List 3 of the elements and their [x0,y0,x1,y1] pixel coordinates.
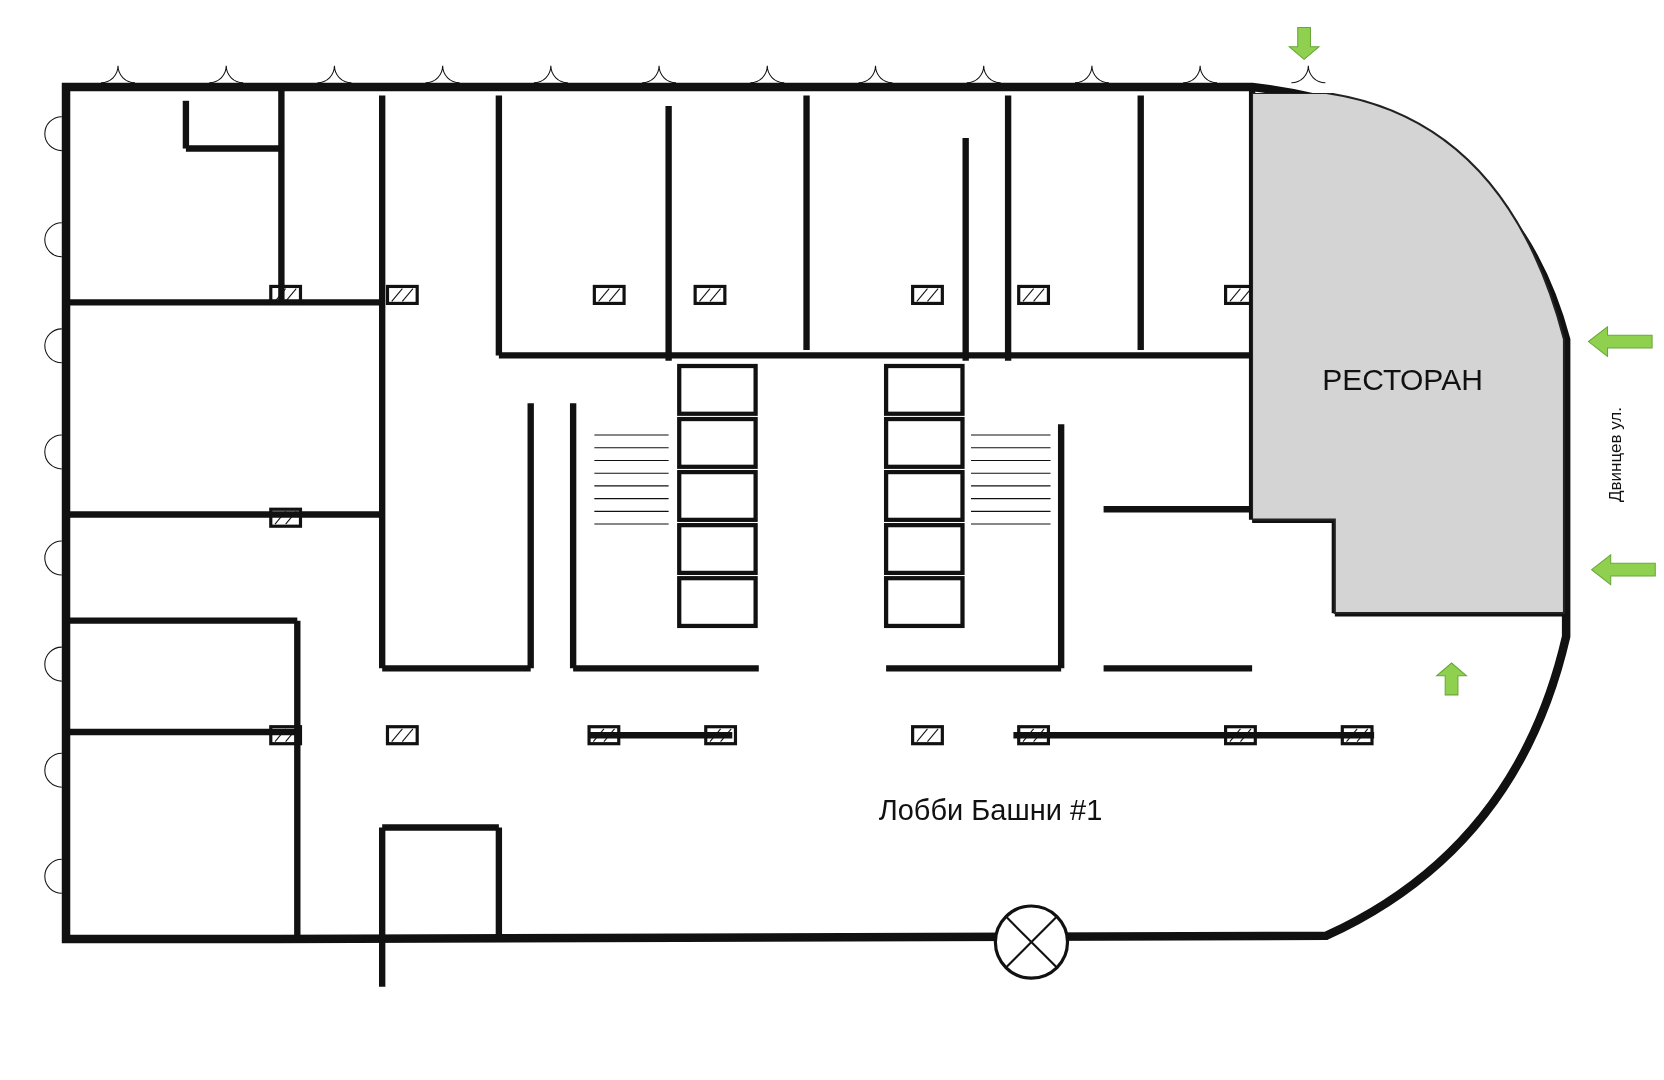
room-label: Лобби Башни #1 [878,795,1103,825]
street-label: Двинцев ул. [1607,406,1625,502]
room-label: РЕСТОРАН [1322,365,1483,396]
